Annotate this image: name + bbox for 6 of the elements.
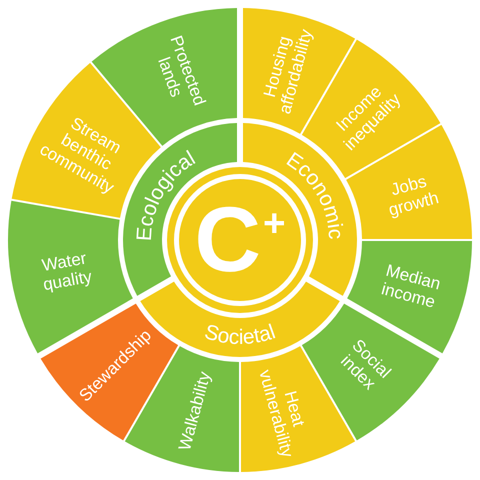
ring-segment <box>40 304 178 440</box>
segment-label: Median income <box>380 260 443 312</box>
grade-label: C$^{+}$ <box>194 194 286 286</box>
segment-label: Water quality <box>40 248 94 294</box>
segment-label: Jobs growth <box>386 171 441 220</box>
category-label: Societal <box>202 320 278 350</box>
